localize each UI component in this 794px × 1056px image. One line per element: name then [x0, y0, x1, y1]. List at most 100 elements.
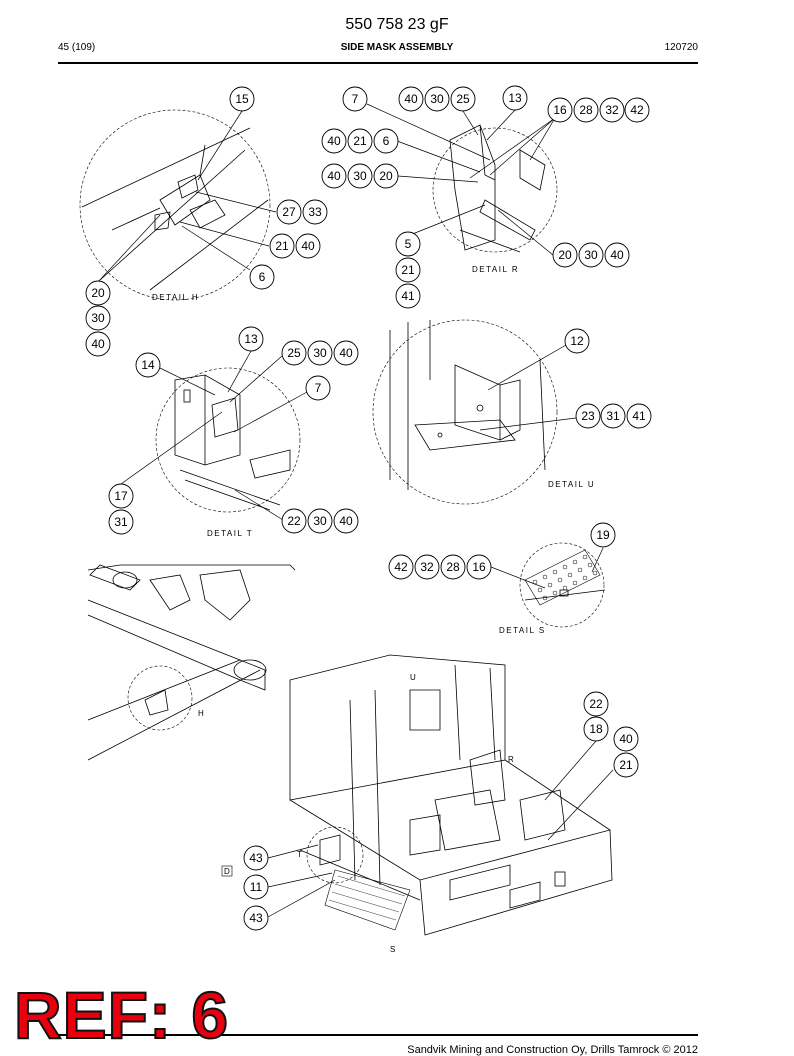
- page-number: 45 (109): [58, 42, 96, 53]
- detail-h: DETAIL H: [79, 109, 271, 302]
- detail-u: DETAIL U: [372, 319, 595, 505]
- callout-40: 40: [613, 726, 639, 752]
- callout-40: 40: [321, 163, 347, 189]
- svg-text:30: 30: [584, 248, 598, 262]
- callout-40: 40: [398, 86, 424, 112]
- svg-text:11: 11: [250, 880, 263, 894]
- svg-text:43: 43: [249, 911, 263, 925]
- svg-text:21: 21: [401, 263, 415, 277]
- svg-text:13: 13: [508, 91, 522, 105]
- callout-28: 28: [440, 554, 466, 580]
- svg-text:30: 30: [91, 311, 105, 325]
- svg-text:12: 12: [570, 334, 584, 348]
- callout-20: 20: [373, 163, 399, 189]
- callout-25: 25: [450, 86, 476, 112]
- callout-17: 17: [108, 483, 134, 509]
- svg-text:21: 21: [275, 239, 289, 253]
- svg-text:18: 18: [589, 722, 603, 736]
- callout-21: 21: [395, 257, 421, 283]
- svg-text:40: 40: [327, 134, 341, 148]
- svg-text:30: 30: [313, 514, 327, 528]
- callout-6: 6: [373, 128, 399, 154]
- view-label-d: D: [224, 867, 231, 876]
- callout-21: 21: [613, 752, 639, 778]
- detail-r: DETAIL R: [432, 124, 558, 274]
- callout-32: 32: [599, 97, 625, 123]
- svg-text:21: 21: [353, 134, 367, 148]
- svg-text:27: 27: [282, 205, 296, 219]
- callout-7: 7: [342, 86, 368, 112]
- callout-27: 27: [276, 199, 302, 225]
- svg-text:22: 22: [589, 697, 603, 711]
- callout-21: 21: [347, 128, 373, 154]
- svg-text:40: 40: [339, 514, 353, 528]
- leader-lines: [97, 103, 614, 918]
- header-divider: [58, 62, 698, 64]
- svg-text:40: 40: [327, 169, 341, 183]
- callout-20: 20: [85, 280, 111, 306]
- callout-25: 25: [281, 340, 307, 366]
- callout-11: 11: [243, 874, 269, 900]
- callout-30: 30: [307, 508, 333, 534]
- svg-text:40: 40: [301, 239, 315, 253]
- callout-40: 40: [295, 233, 321, 259]
- detail-u-label: DETAIL U: [548, 480, 595, 489]
- svg-text:42: 42: [630, 103, 644, 117]
- svg-text:31: 31: [606, 409, 620, 423]
- callout-bubbles: 15 7 40 30 25 13 16 28 32 42 40 21 6 40 …: [85, 85, 652, 931]
- callout-43: 43: [243, 845, 269, 871]
- detail-h-label: DETAIL H: [152, 293, 199, 302]
- svg-text:40: 40: [404, 92, 418, 106]
- callout-30: 30: [424, 86, 450, 112]
- callout-14: 14: [135, 352, 161, 378]
- callout-30: 30: [578, 242, 604, 268]
- callout-21: 21: [269, 233, 295, 259]
- document-number: 550 758 23 gF: [345, 16, 449, 33]
- svg-text:22: 22: [287, 514, 301, 528]
- svg-text:33: 33: [308, 205, 322, 219]
- svg-text:25: 25: [287, 346, 301, 360]
- callout-12: 12: [564, 328, 590, 354]
- callout-7: 7: [305, 375, 331, 401]
- callout-18: 18: [583, 716, 609, 742]
- svg-text:43: 43: [249, 851, 263, 865]
- svg-text:5: 5: [405, 237, 412, 251]
- main-assembly: T R U S D: [221, 654, 613, 954]
- detail-r-label: DETAIL R: [472, 265, 519, 274]
- callout-19: 19: [590, 522, 616, 548]
- svg-text:40: 40: [619, 732, 633, 746]
- detail-t: DETAIL T: [155, 367, 301, 538]
- svg-text:30: 30: [313, 346, 327, 360]
- svg-text:6: 6: [383, 134, 390, 148]
- callout-13: 13: [502, 85, 528, 111]
- callout-16: 16: [547, 97, 573, 123]
- callout-5: 5: [395, 231, 421, 257]
- callout-42: 42: [388, 554, 414, 580]
- callout-32: 32: [414, 554, 440, 580]
- svg-text:17: 17: [114, 489, 128, 503]
- callout-30: 30: [85, 305, 111, 331]
- svg-text:41: 41: [401, 289, 415, 303]
- svg-text:40: 40: [339, 346, 353, 360]
- callout-20: 20: [552, 242, 578, 268]
- view-label-s: S: [390, 945, 397, 954]
- footer-copyright: Sandvik Mining and Construction Oy, Dril…: [407, 1044, 698, 1056]
- svg-text:19: 19: [596, 528, 610, 542]
- callout-6: 6: [249, 264, 275, 290]
- svg-text:16: 16: [553, 103, 567, 117]
- callout-30: 30: [347, 163, 373, 189]
- callout-40: 40: [321, 128, 347, 154]
- svg-text:15: 15: [235, 92, 249, 106]
- svg-text:40: 40: [610, 248, 624, 262]
- callout-30: 30: [307, 340, 333, 366]
- svg-text:7: 7: [352, 92, 359, 106]
- callout-40: 40: [333, 508, 359, 534]
- view-label-r: R: [508, 755, 515, 764]
- svg-text:28: 28: [446, 560, 460, 574]
- footer-divider: [58, 1034, 698, 1036]
- svg-text:32: 32: [420, 560, 434, 574]
- callout-15: 15: [229, 86, 255, 112]
- svg-text:14: 14: [141, 358, 155, 372]
- callout-23: 23: [575, 403, 601, 429]
